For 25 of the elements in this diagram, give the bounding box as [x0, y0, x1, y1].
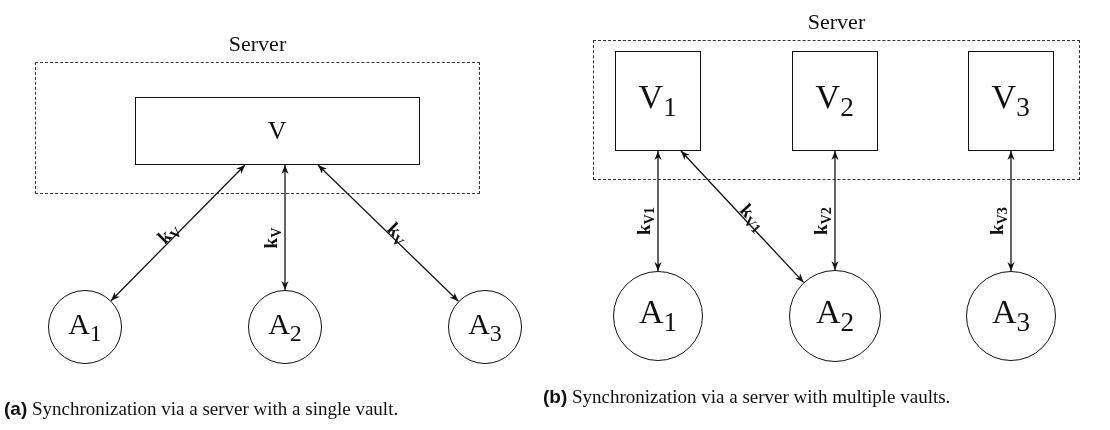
agent-label: A$_{1}$ — [68, 308, 102, 346]
vault-box — [134, 96, 420, 165]
agent-label: A$_{2}$ — [815, 295, 855, 337]
vault-box — [791, 50, 878, 151]
double-arrow — [831, 150, 839, 271]
agent-label: A$_{3}$ — [991, 295, 1031, 337]
double-arrow — [680, 150, 805, 283]
vault-label: V$_{2}$ — [815, 80, 854, 122]
double-arrow — [281, 164, 289, 291]
double-arrow — [110, 164, 246, 302]
vault-label: V$_{1}$ — [638, 80, 677, 122]
agent-label: A$_{1}$ — [638, 295, 678, 337]
vault-label: V — [267, 117, 287, 144]
figure-caption: (b) Synchronization via a server with multiple vaults. — [543, 386, 952, 408]
double-arrow — [654, 150, 662, 272]
double-arrow — [1007, 150, 1015, 272]
server-heading: Server — [228, 31, 287, 57]
agent-label: A$_{3}$ — [468, 308, 502, 346]
vault-label: V$_{3}$ — [991, 80, 1030, 122]
vault-box — [614, 50, 701, 151]
figure-caption: (a) Synchronization via a server with a single vault. — [4, 398, 400, 420]
server-heading: Server — [807, 9, 866, 35]
agent-label: A$_{2}$ — [268, 308, 302, 346]
double-arrow — [317, 164, 460, 302]
vault-box — [967, 50, 1054, 151]
